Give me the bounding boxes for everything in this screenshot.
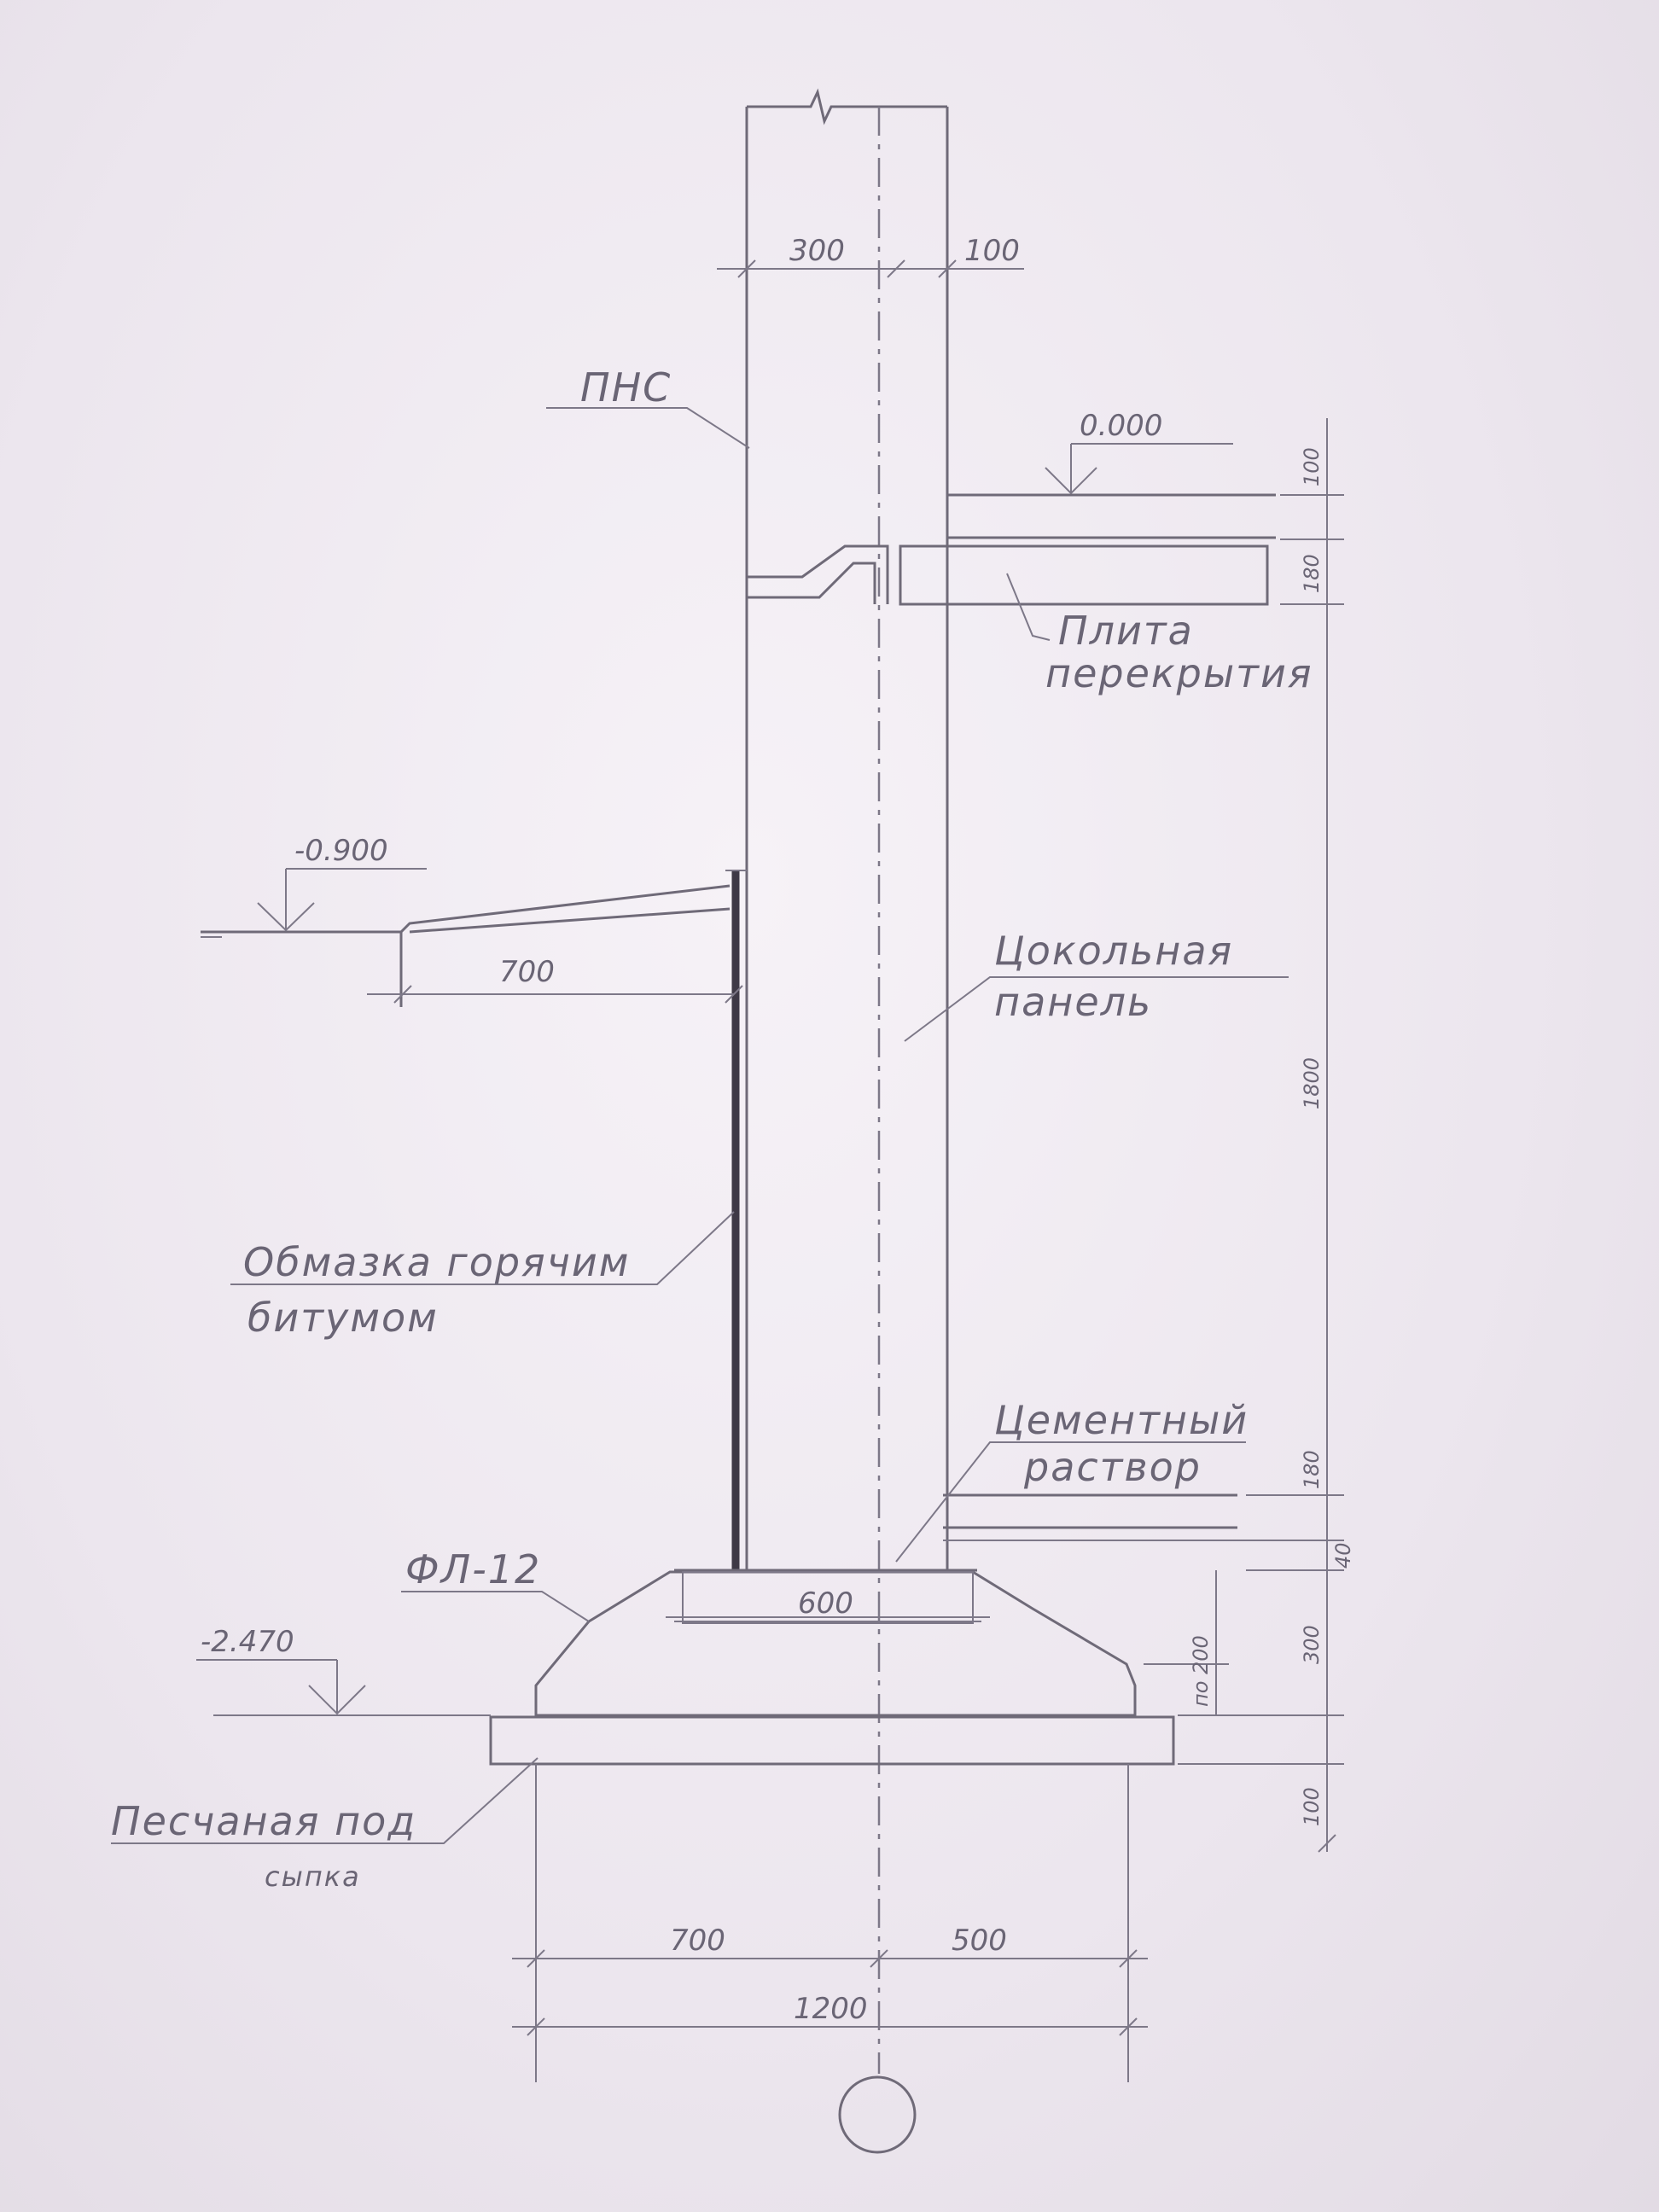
elevation-floor-mark: [1045, 443, 1233, 495]
bottom-dimensions: [512, 1764, 1148, 2082]
blind-area-dimension: [367, 985, 743, 1004]
right-dimension-chain: [1144, 418, 1344, 1853]
label-coating-line2: битумом: [247, 1295, 439, 1341]
dim-slab-bottom: 180: [1300, 554, 1324, 593]
dim-footing-height: 300: [1300, 1625, 1324, 1664]
dim-base-right: 500: [952, 1924, 1007, 1958]
elevation-floor: 0.000: [1080, 409, 1162, 443]
dim-footing-top-width: 600: [798, 1586, 853, 1621]
elevation-base-mark: [196, 1659, 491, 1716]
dim-base-left: 700: [670, 1924, 725, 1958]
strip-footing: [534, 1569, 1137, 1717]
label-plinth-line2: панель: [994, 979, 1152, 1025]
dim-mortar-layer: 180: [1300, 1450, 1324, 1489]
label-mortar-line2: раствор: [1023, 1444, 1202, 1490]
dim-sand-layer: 100: [1300, 1787, 1324, 1826]
label-slab-line2: перекрытия: [1045, 650, 1313, 696]
mortar-layer: [943, 1493, 1314, 1541]
leader-lines: [111, 407, 1289, 1844]
label-coating-line1: Обмазка горячим: [243, 1239, 630, 1285]
label-mortar-line1: Цементный: [994, 1397, 1249, 1443]
elevation-base: -2.470: [201, 1625, 294, 1659]
dim-blind-area: 700: [499, 955, 555, 989]
label-sand-line2: сыпка: [265, 1860, 361, 1893]
label-pns: ПНС: [580, 364, 672, 410]
dim-slab-top: 100: [1300, 447, 1324, 486]
sand-bedding: [489, 1715, 1175, 1766]
axis-marker-circle: [838, 2075, 917, 2154]
elevation-ground: -0.900: [294, 834, 388, 868]
dim-plinth-height: 1800: [1300, 1057, 1324, 1109]
ground-line: [201, 884, 731, 1007]
label-slab-line1: Плита: [1058, 608, 1194, 654]
dim-wall-right: 100: [964, 234, 1020, 268]
dim-base-total: 1200: [794, 1992, 868, 2026]
elevation-ground-mark: [257, 868, 427, 932]
dim-joint: 40: [1331, 1542, 1355, 1569]
floor-slab: [747, 493, 1276, 606]
wall-outline: [745, 88, 949, 1570]
label-footing: ФЛ-12: [405, 1546, 541, 1592]
top-dimension: [717, 259, 1024, 278]
label-plinth-line1: Цокольная: [994, 928, 1233, 974]
label-sand-line1: Песчаная под: [111, 1798, 416, 1844]
dim-footing-step: по 200: [1189, 1635, 1213, 1707]
dim-wall-left: 300: [789, 234, 845, 268]
